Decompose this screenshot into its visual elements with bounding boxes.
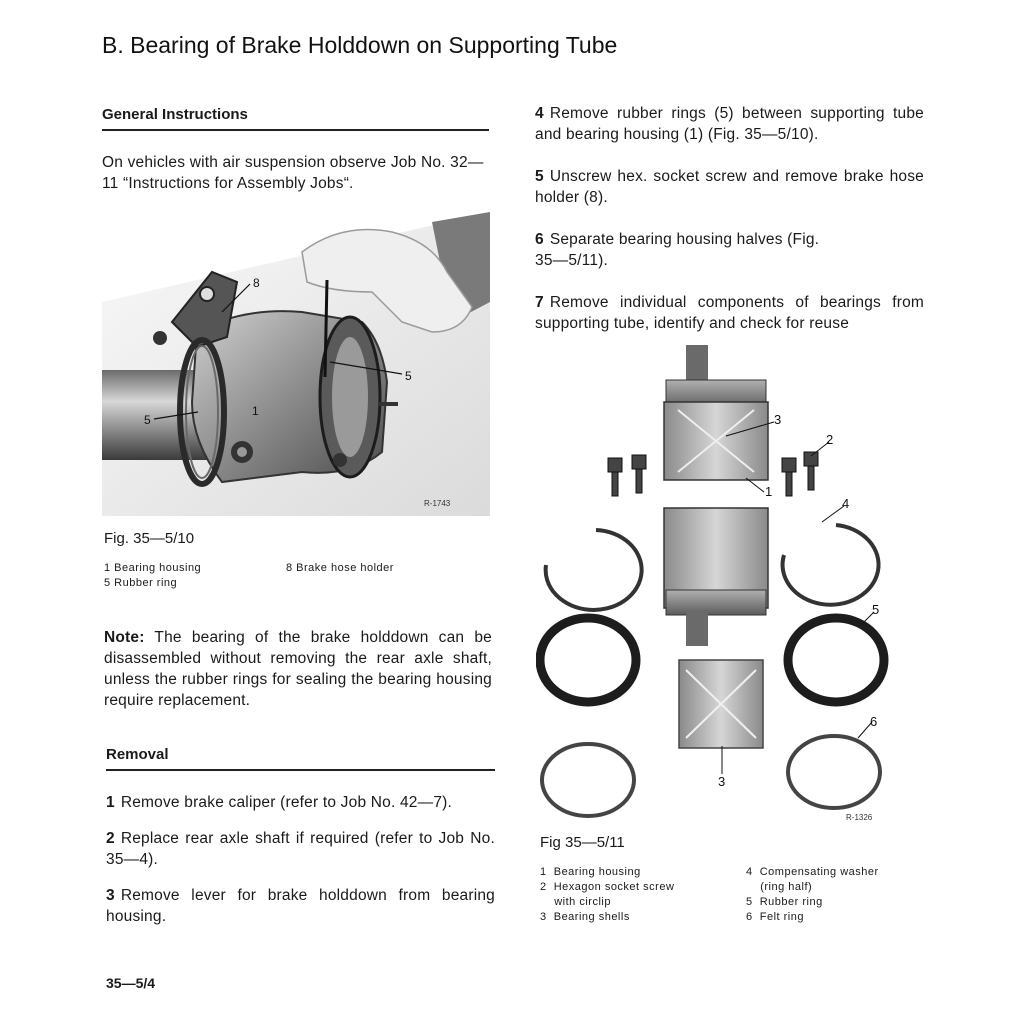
callout-8: 8 [253, 276, 260, 290]
figure-legend-left: 1 Bearing housing 5 Rubber ring [104, 561, 201, 591]
removal-step: 1 Remove brake caliper (refer to Job No. … [106, 792, 495, 813]
step-text: Unscrew hex. socket screw and remove bra… [535, 168, 924, 206]
callout-5-right: 5 [405, 369, 412, 383]
figure-caption: Fig 35—5/11 [540, 834, 625, 851]
legend-item: (ring half) [746, 881, 813, 893]
callout-3-top: 3 [774, 412, 781, 427]
figure-legend-right: 4 Compensating washer (ring half) 5 Rubb… [746, 865, 879, 925]
callout-1: 1 [765, 484, 772, 499]
callout-5: 5 [872, 602, 879, 617]
bearing-components-illustration: 3 2 1 4 5 6 3 R-1326 [535, 345, 889, 822]
figure-legend-left: 1 Bearing housing 2 Hexagon socket screw… [540, 865, 674, 925]
brake-holddown-photo-illustration: 8 5 5 1 R-1743 [102, 212, 490, 516]
callout-5-left: 5 [144, 413, 151, 427]
callout-4: 4 [842, 496, 849, 511]
figure-legend-right: 8 Brake hose holder [286, 561, 394, 576]
step-number: 6 [535, 231, 544, 248]
legend-item: 2 Hexagon socket screw [540, 881, 675, 893]
figure-35-5-11-exploded-view: 3 2 1 4 5 6 3 R-1326 [535, 340, 896, 830]
callout-6: 6 [870, 714, 877, 729]
step-number: 3 [106, 887, 115, 904]
step-text: Separate bearing housing halves (Fig. 35… [535, 231, 820, 269]
general-instructions-heading: General Instructions [102, 106, 248, 123]
page-number: 35—5/4 [106, 975, 156, 991]
figure-ref-number: R-1326 [846, 813, 873, 822]
page-title: B. Bearing of Brake Holddown on Supporti… [102, 32, 618, 58]
legend-item: 1 Bearing housing [104, 562, 202, 574]
removal-heading: Removal [106, 746, 169, 763]
step-number: 1 [106, 794, 115, 811]
step-text: Remove rubber rings (5) between supporti… [535, 105, 924, 143]
section-rule [102, 129, 489, 131]
step-text: Replace rear axle shaft if required (ref… [106, 830, 495, 868]
legend-item: 4 Compensating washer [746, 866, 879, 878]
step-number: 2 [106, 830, 115, 847]
legend-item: 8 Brake hose holder [286, 562, 394, 574]
legend-item: 6 Felt ring [746, 911, 804, 923]
step-number: 4 [535, 105, 544, 122]
legend-item: 1 Bearing housing [540, 866, 641, 878]
step-text: Remove brake caliper (refer to Job No. 4… [120, 794, 453, 811]
legend-item: with circlip [540, 896, 611, 908]
legend-item: 5 Rubber ring [746, 896, 823, 908]
figure-35-5-10-photo: 8 5 5 1 R-1743 [102, 212, 490, 516]
step-number: 7 [535, 294, 544, 311]
callout-1: 1 [252, 404, 259, 418]
legend-item: 5 Rubber ring [104, 577, 178, 589]
callout-2: 2 [826, 432, 833, 447]
figure-caption: Fig. 35—5/10 [104, 530, 195, 547]
callout-3-bottom: 3 [718, 774, 725, 789]
legend-item: 3 Bearing shells [540, 911, 630, 923]
step-text: Remove lever for brake holddown from bea… [106, 887, 495, 925]
step-number: 5 [535, 168, 544, 185]
note-label: Note: [104, 629, 145, 646]
note-text: The bearing of the brake holddown can be… [104, 629, 492, 709]
figure-ref-number: R-1743 [424, 499, 451, 508]
section-rule [106, 769, 495, 771]
note-paragraph: Note: The bearing of the brake holddown … [104, 627, 492, 711]
general-instructions-text: On vehicles with air suspension observe … [102, 154, 484, 192]
step-text: Remove individual components of bearings… [535, 294, 924, 332]
